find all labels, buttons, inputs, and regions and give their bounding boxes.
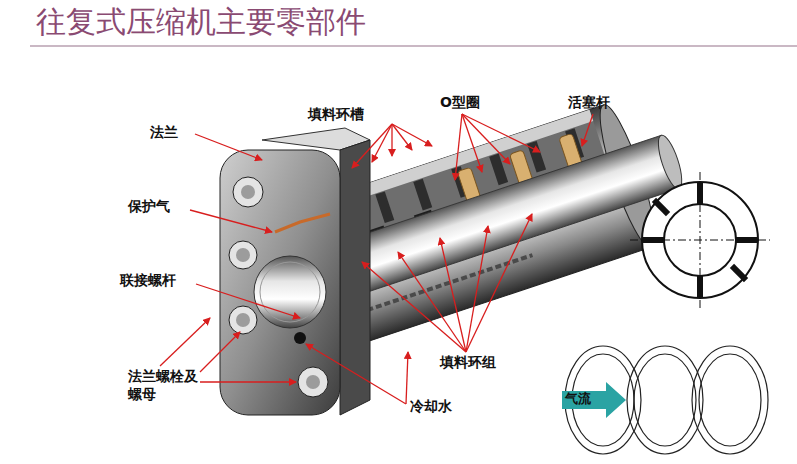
ring-face-view: [630, 172, 770, 308]
title-rule: [30, 45, 797, 47]
part-label: 法兰: [150, 124, 178, 142]
part-label: O型圈: [440, 94, 480, 112]
page-title: 往复式压缩机主要零部件: [36, 2, 366, 43]
part-label: 填料环组: [440, 354, 496, 372]
flange: [220, 128, 370, 415]
part-label: 气流: [565, 391, 591, 407]
part-label: 冷却水: [410, 398, 452, 416]
part-label: 保护气: [128, 198, 170, 216]
part-label: 填料环槽: [308, 106, 364, 124]
flow-arrow: [562, 382, 626, 418]
part-label: 法兰螺栓及螺母: [128, 368, 200, 403]
gas-pipe: [275, 214, 330, 232]
leader-lines: [160, 114, 593, 404]
part-label: 联接螺杆: [120, 272, 176, 290]
part-label: 活塞杆: [568, 94, 610, 112]
